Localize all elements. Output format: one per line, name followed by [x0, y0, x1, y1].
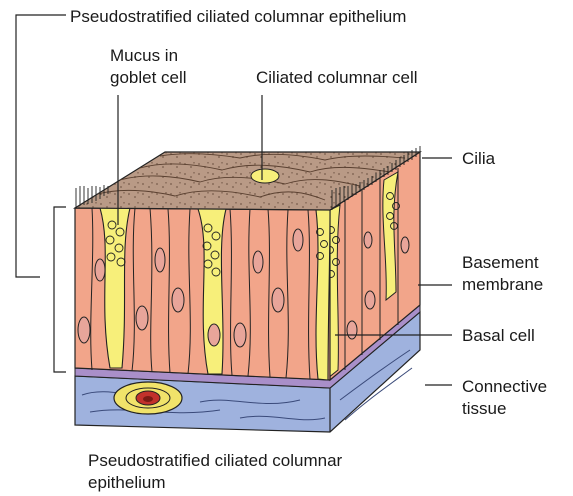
connective-label-line2: tissue: [462, 398, 506, 420]
basement-label-line2: membrane: [462, 274, 543, 296]
basal-cell-label: Basal cell: [462, 325, 535, 347]
top-title-label: Pseudostratified ciliated columnar epith…: [70, 6, 406, 28]
caption-line2: epithelium: [88, 472, 166, 494]
basement-label-line1: Basement: [462, 252, 539, 274]
ciliated-cell-label: Ciliated columnar cell: [256, 67, 418, 89]
caption-line1: Pseudostratified ciliated columnar: [88, 450, 342, 472]
top-bracket: [16, 15, 66, 277]
connective-label-line1: Connective: [462, 376, 547, 398]
mucus-label-line1: Mucus in: [110, 45, 178, 67]
mucus-label-line2: goblet cell: [110, 67, 187, 89]
cilia-label: Cilia: [462, 148, 495, 170]
epithelium-front-face: [75, 208, 330, 380]
blood-vessel: [114, 382, 182, 414]
side-bracket: [54, 207, 66, 372]
